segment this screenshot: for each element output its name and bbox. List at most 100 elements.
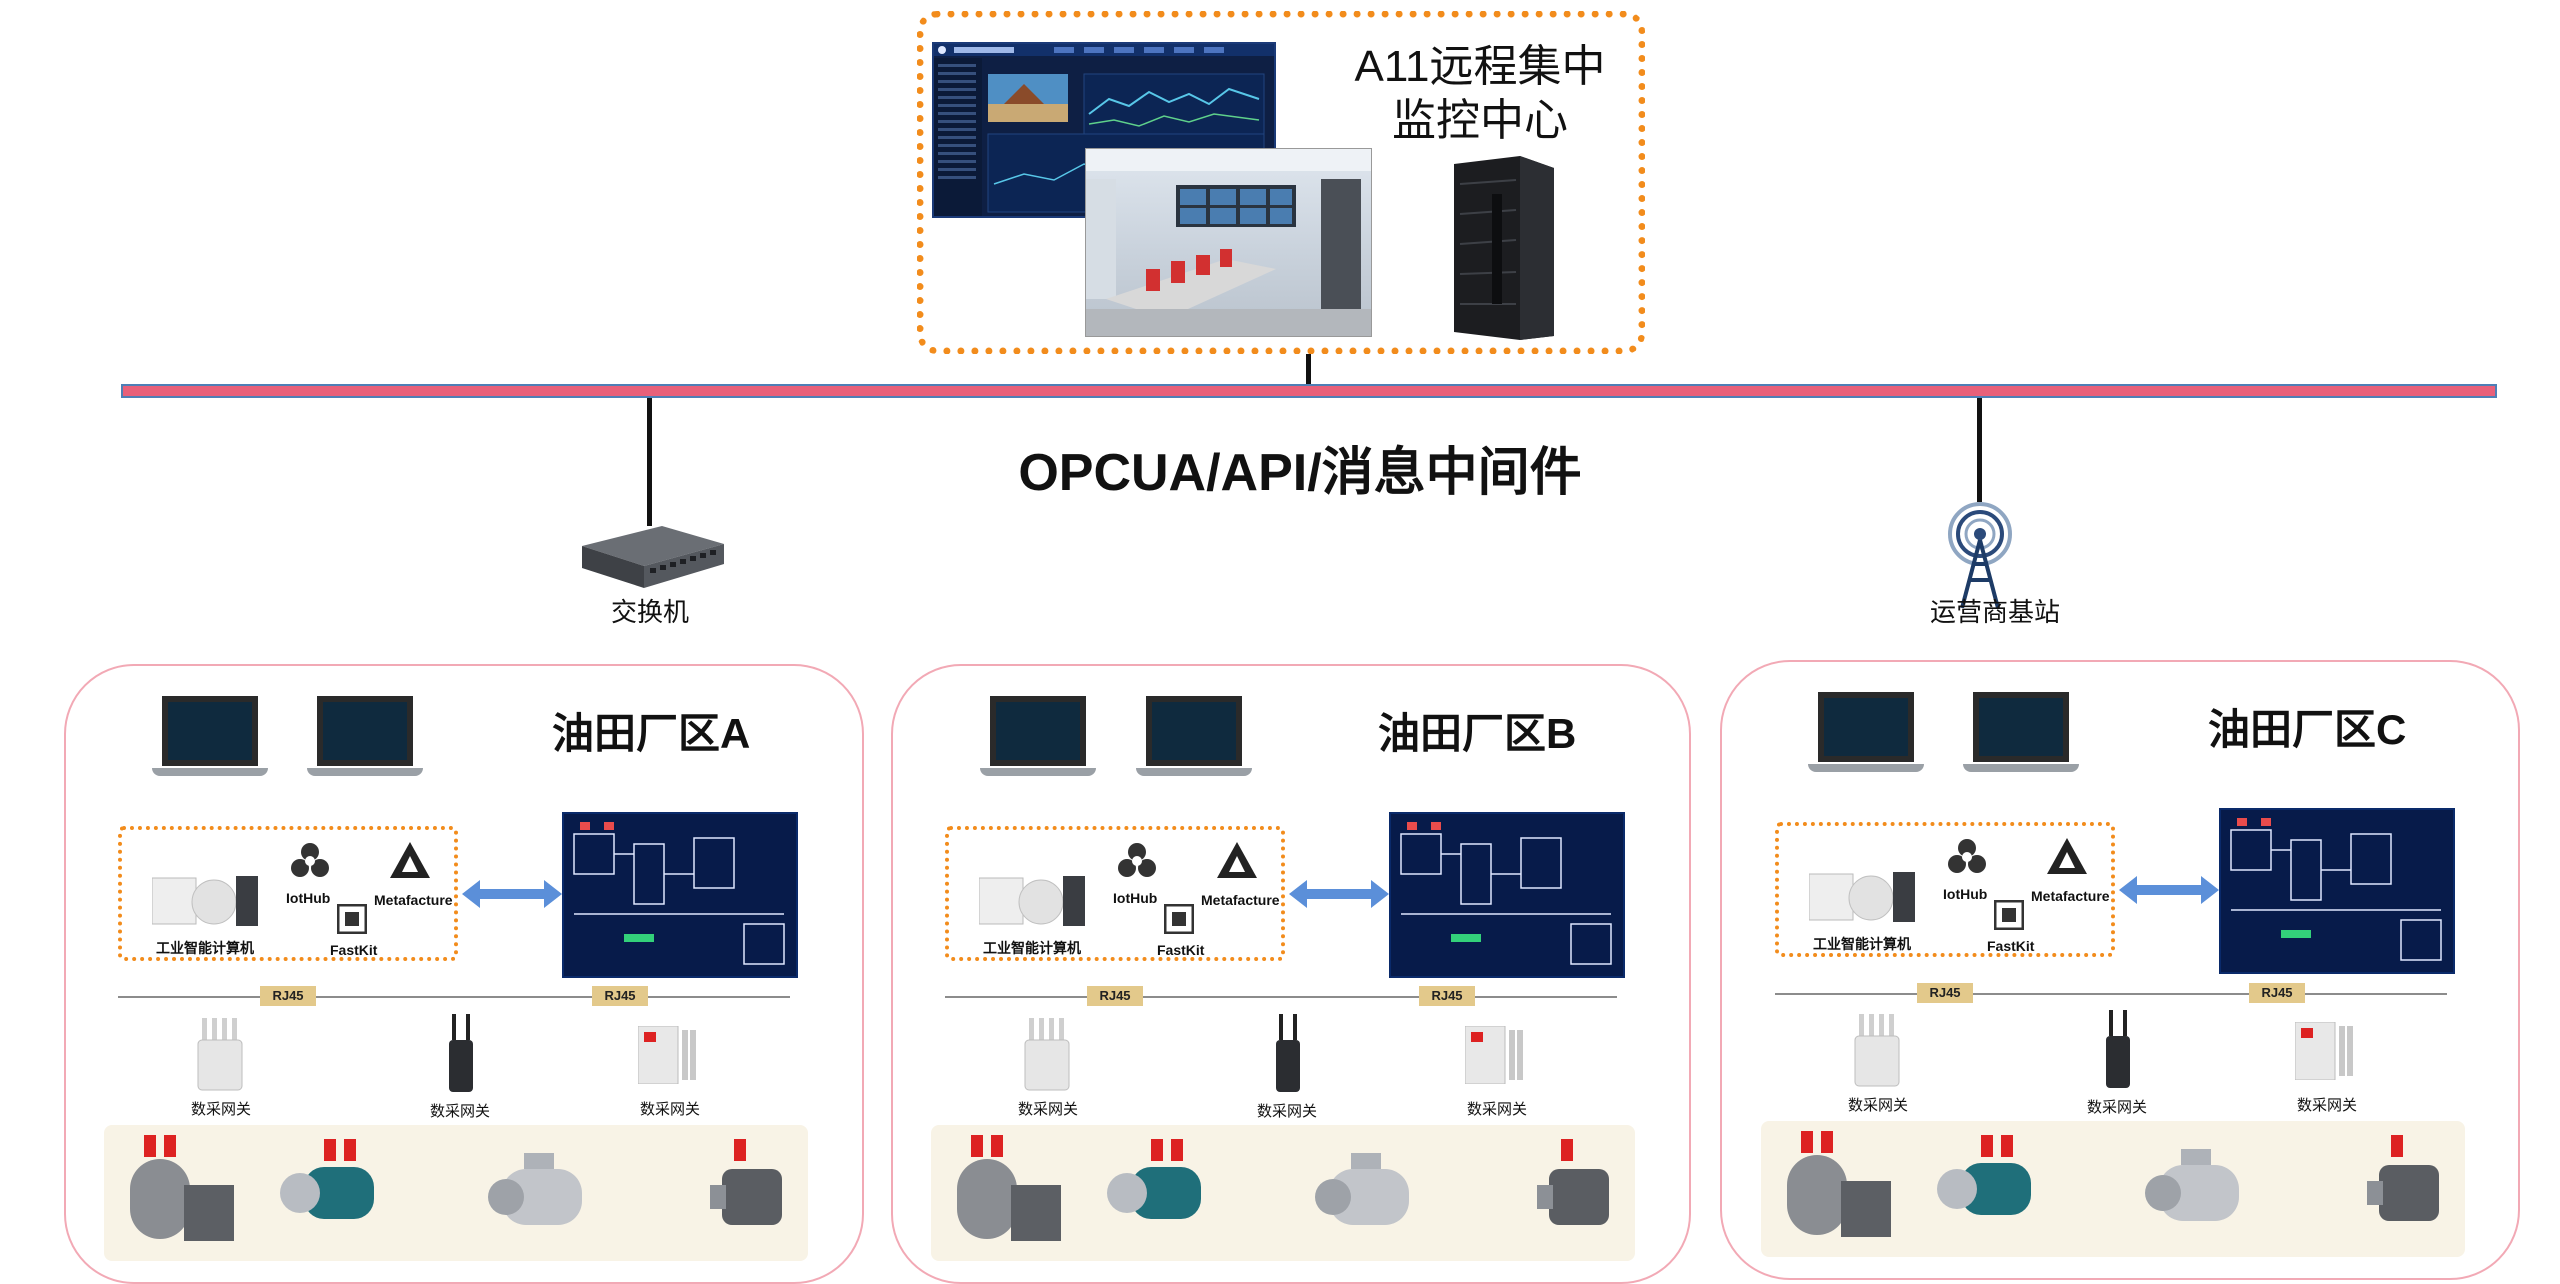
plant-b-iothub-icon (1117, 840, 1157, 880)
plant-c-bidirectional-arrow (2119, 876, 2219, 904)
plant-b-fastkit-icon (1163, 903, 1195, 935)
plant-a-rj45-line (118, 996, 790, 998)
plant-a-equipment-area (104, 1125, 808, 1261)
plant-c-iothub-icon (1947, 836, 1987, 876)
plant-a-iothub-label: IotHub (286, 890, 331, 906)
plant-c-industrial-computer (1808, 868, 1919, 926)
plant-c-gateway-2 (2103, 1010, 2133, 1090)
blower-motor (1787, 1131, 1891, 1237)
control-center-title: A11远程集中 监控中心 (1330, 40, 1630, 148)
plant-b-gateway-2-label: 数采网关 (1256, 1103, 1317, 1120)
plant-b-gateway-2 (1273, 1014, 1303, 1094)
plant-a-edge-box (118, 826, 458, 961)
pump-motor (280, 1139, 374, 1219)
plant-c-equipment-area (1761, 1121, 2465, 1257)
plant-a-title: 油田厂区A (552, 710, 751, 757)
server-cabinet-graphic (1454, 156, 1554, 340)
plant-b-metafacture-icon (1215, 840, 1259, 880)
plant-b-rj45-tag-2: RJ45 (1419, 986, 1475, 1006)
control-center-title-line1: A11远程集中 (1354, 42, 1606, 91)
gear-motor (1537, 1139, 1609, 1225)
plant-a-gateway-1 (196, 1018, 244, 1092)
plant-b-rj45-line (945, 996, 1617, 998)
industrial-computer-icon (151, 876, 258, 926)
plant-a-iothub-icon (290, 840, 330, 880)
plant-a-gateway-3 (637, 1025, 702, 1085)
plant-b-industrial-computer (978, 872, 1089, 930)
plant-a-metafacture-icon (388, 840, 432, 880)
plant-c-scada-screen (2219, 808, 2455, 974)
plant-a-industrial-computer (151, 872, 262, 930)
message-bus (121, 384, 2497, 398)
plant-c-rj45-tag-2: RJ45 (2249, 983, 2305, 1003)
server-cabinet (1450, 154, 1558, 340)
plant-a-fastkit-icon (336, 903, 368, 935)
plant-b-computer-label: 工业智能计算机 (983, 940, 1081, 956)
control-center-connector-line (1306, 354, 1311, 386)
pump-motor (1107, 1139, 1201, 1219)
plant-c-edge-box (1775, 822, 2115, 957)
base-station-icon (1948, 502, 2012, 609)
plant-b-gateway-3 (1464, 1025, 1529, 1085)
plant-a-gateway-2-label: 数采网关 (429, 1103, 490, 1120)
plant-c-container (1720, 660, 2520, 1280)
base-station-connector-line (1977, 398, 1982, 502)
plant-b-title: 油田厂区B (1378, 710, 1577, 757)
plant-b-motors (957, 1135, 1609, 1241)
plant-c-gateway-2-label: 数采网关 (2086, 1099, 2147, 1116)
plant-b-gateway-1 (1023, 1018, 1071, 1092)
plant-a-scada-screen (562, 812, 798, 978)
pump-motor (1937, 1135, 2031, 1215)
plant-c-title: 油田厂区C (2208, 706, 2407, 753)
plant-c-iothub-label: IotHub (1943, 886, 1988, 902)
plant-a-gateway-3-label: 数采网关 (639, 1101, 700, 1118)
plant-b-scada-screen (1389, 812, 1625, 978)
electric-motor (1315, 1153, 1409, 1225)
plant-a-bidirectional-arrow (462, 880, 562, 908)
base-station-label: 运营商基站 (1929, 597, 2060, 627)
plant-c-gateway-1 (1853, 1014, 1901, 1088)
plant-b-bidirectional-arrow (1289, 880, 1389, 908)
plant-b-gateway-1-label: 数采网关 (1017, 1101, 1078, 1118)
plant-c-metafacture-icon (2045, 836, 2089, 876)
network-switch-icon (582, 526, 724, 588)
control-center-box (917, 11, 1645, 354)
plant-a-fastkit-label: FastKit (330, 942, 378, 958)
plant-b-edge-box (945, 826, 1285, 961)
switch-connector-line (647, 398, 652, 526)
plant-c-fastkit-icon (1993, 899, 2025, 931)
plant-a-gateway-2 (446, 1014, 476, 1094)
plant-b-metafacture-label: Metafacture (1201, 892, 1280, 908)
plant-b-equipment-area (931, 1125, 1635, 1261)
plant-a-metafacture-label: Metafacture (374, 892, 453, 908)
monitoring-software-graphic (934, 44, 1274, 216)
plant-b-fastkit-label: FastKit (1157, 942, 1205, 958)
plant-a-rj45-tag-1: RJ45 (260, 986, 316, 1006)
plant-c-gateway-3 (2294, 1021, 2359, 1081)
plant-b-rj45-tag-1: RJ45 (1087, 986, 1143, 1006)
plant-c-gateway-1-label: 数采网关 (1847, 1097, 1908, 1114)
base-station-tower (1940, 500, 2020, 609)
electric-motor (488, 1153, 582, 1225)
plant-b-iothub-label: IotHub (1113, 890, 1158, 906)
blower-motor (130, 1135, 234, 1241)
bus-label: OPCUA/API/消息中间件 (1018, 444, 1582, 502)
plant-a-gateway-1-label: 数采网关 (190, 1101, 251, 1118)
plant-a-computer-label: 工业智能计算机 (156, 940, 254, 956)
industrial-computer-icon (1808, 872, 1915, 922)
electric-motor (2145, 1149, 2239, 1221)
plant-a-motors (130, 1135, 782, 1241)
plant-c-rj45-line (1775, 993, 2447, 995)
control-room-photo (1085, 148, 1372, 337)
industrial-computer-icon (978, 876, 1085, 926)
plant-c-rj45-tag-1: RJ45 (1917, 983, 1973, 1003)
blower-motor (957, 1135, 1061, 1241)
control-center-title-line2: 监控中心 (1392, 96, 1568, 145)
plant-a-rj45-tag-2: RJ45 (592, 986, 648, 1006)
plant-c-fastkit-label: FastKit (1987, 938, 2035, 954)
plant-c-metafacture-label: Metafacture (2031, 888, 2110, 904)
plant-c-gateway-3-label: 数采网关 (2296, 1097, 2357, 1114)
gear-motor (2367, 1135, 2439, 1221)
gear-motor (710, 1139, 782, 1225)
control-room-graphic (1086, 149, 1371, 336)
